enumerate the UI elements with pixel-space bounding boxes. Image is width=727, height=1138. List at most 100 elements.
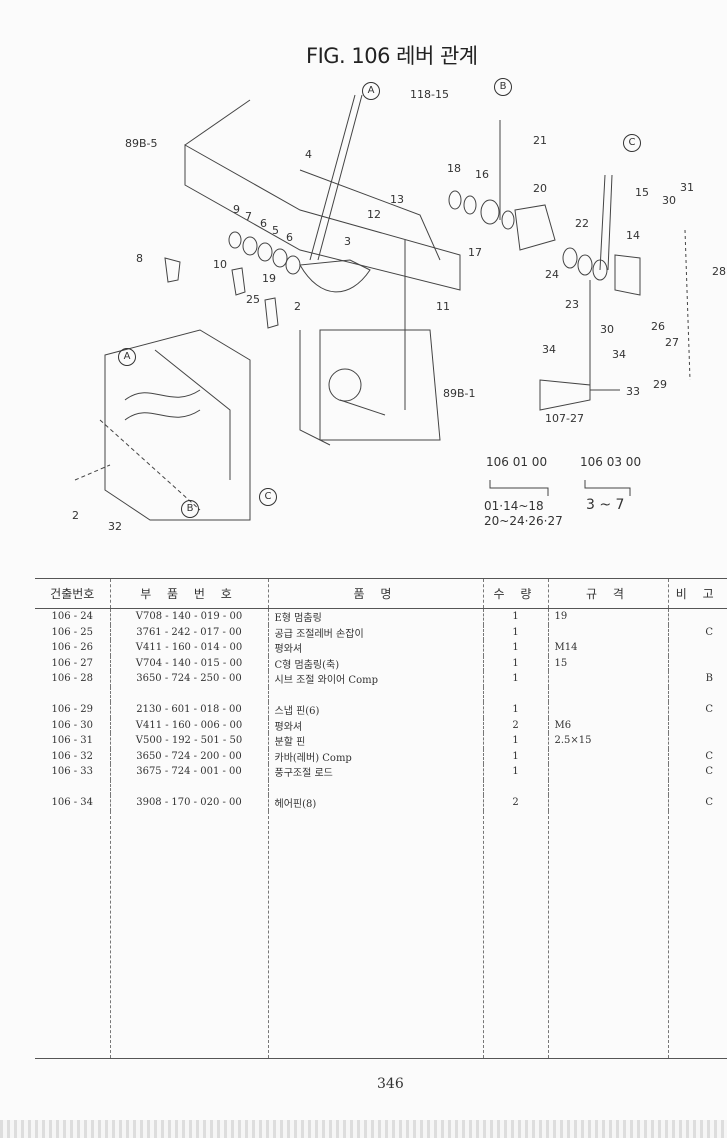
callout: 31	[680, 181, 694, 194]
callout: 30	[600, 323, 614, 336]
table-cell: C	[667, 764, 727, 780]
callout: 21	[533, 134, 547, 147]
callout: 6	[286, 231, 293, 244]
group-items: 3 ~ 7	[586, 497, 625, 513]
table-cell: C	[667, 624, 727, 640]
callout: 17	[468, 246, 482, 259]
callout: 118-15	[410, 88, 449, 101]
table-cell: 106 - 26	[51, 642, 94, 654]
callout: 22	[575, 217, 589, 230]
callout: 107-27	[545, 412, 584, 425]
table-cell: 106 - 28	[51, 673, 94, 685]
callout: 32	[108, 520, 122, 533]
callout: 6	[260, 217, 267, 230]
spacer-row	[35, 779, 727, 795]
table-cell: M14	[547, 640, 668, 656]
table-cell: E형 멈춤링	[267, 608, 483, 625]
table-cell: 스냅 핀(6)	[267, 702, 483, 718]
table-cell: 3675 - 724 - 001 - 00	[109, 764, 268, 780]
scan-edge	[0, 1120, 727, 1138]
table-cell	[667, 655, 727, 671]
group-code: 106 03 00	[580, 455, 642, 469]
table-cell: 106 - 33	[51, 766, 94, 778]
empty-rows	[35, 810, 727, 1059]
callout: 15	[635, 186, 649, 199]
table-cell	[547, 748, 668, 764]
figure-title: FIG. 106 레버 관계	[306, 44, 478, 68]
group-code: 106 01 00	[486, 455, 548, 469]
table-cell: 1	[482, 748, 548, 764]
marker-b: B	[181, 500, 199, 518]
table-cell: C	[667, 748, 727, 764]
table-cell: 2	[482, 717, 548, 733]
table-cell: 분할 핀	[267, 733, 483, 749]
table-cell: 19	[547, 608, 668, 625]
page-number: 346	[377, 1076, 404, 1092]
table-cell: 시브 조절 와이어 Comp	[267, 671, 483, 687]
table-cell: 1	[482, 655, 548, 671]
callout: 33	[626, 385, 640, 398]
table-cell: V704 - 140 - 015 - 00	[109, 655, 268, 671]
table-cell: 106 - 30	[51, 719, 94, 731]
callout: 10	[213, 258, 227, 271]
table-cell: C	[667, 795, 727, 811]
callout: 29	[653, 378, 667, 391]
table-cell: 1	[482, 733, 548, 749]
table-cell: 1	[482, 702, 548, 718]
marker-a: A	[118, 348, 136, 366]
table-cell: M6	[547, 717, 668, 733]
callout: 3	[344, 235, 351, 248]
table-cell: 평와셔	[267, 717, 483, 733]
callout: 89B-5	[125, 137, 158, 150]
table-cell: C형 멈춤링(축)	[267, 655, 483, 671]
callout: 34	[542, 343, 556, 356]
table-cell: 2130 - 601 - 018 - 00	[109, 702, 268, 718]
table-cell: 공급 조절레버 손잡이	[267, 624, 483, 640]
column-header: 비 고	[667, 578, 727, 609]
exploded-parts-diagram	[74, 94, 691, 521]
callout: 20	[533, 182, 547, 195]
callout: 27	[665, 336, 679, 349]
table-cell	[667, 717, 727, 733]
callout: 8	[136, 252, 143, 265]
group-items: 20~24·26·27	[484, 514, 563, 528]
callout: 28	[712, 265, 726, 278]
table-cell: 카바(레버) Comp	[267, 748, 483, 764]
marker-a: A	[362, 82, 380, 100]
table-cell: 1	[482, 640, 548, 656]
table-cell	[547, 671, 668, 687]
callout: 24	[545, 268, 559, 281]
table-cell: V411 - 160 - 014 - 00	[109, 640, 268, 656]
table-cell: 106 - 31	[51, 735, 94, 747]
callout: 11	[436, 300, 450, 313]
table-cell: V411 - 160 - 006 - 00	[109, 717, 268, 733]
callout: 23	[565, 298, 579, 311]
table-cell: 106 - 34	[51, 797, 94, 809]
marker-b: B	[494, 78, 512, 96]
table-cell: 3650 - 724 - 250 - 00	[109, 671, 268, 687]
table-cell: 풍구조절 로드	[267, 764, 483, 780]
table-cell: 2	[482, 795, 548, 811]
callout: 30	[662, 194, 676, 207]
table-cell	[547, 795, 668, 811]
marker-c: C	[259, 488, 277, 506]
callout: 14	[626, 229, 640, 242]
table-cell: 106 - 25	[51, 626, 94, 638]
table-cell: 106 - 29	[51, 704, 94, 716]
callout: 4	[305, 148, 312, 161]
callout: 9	[233, 203, 240, 216]
table-cell	[547, 764, 668, 780]
callout: 13	[390, 193, 404, 206]
group-items: 01·14~18	[484, 499, 544, 513]
table-cell: C	[667, 702, 727, 718]
callout: 89B-1	[443, 387, 476, 400]
table-cell: 1	[482, 671, 548, 687]
